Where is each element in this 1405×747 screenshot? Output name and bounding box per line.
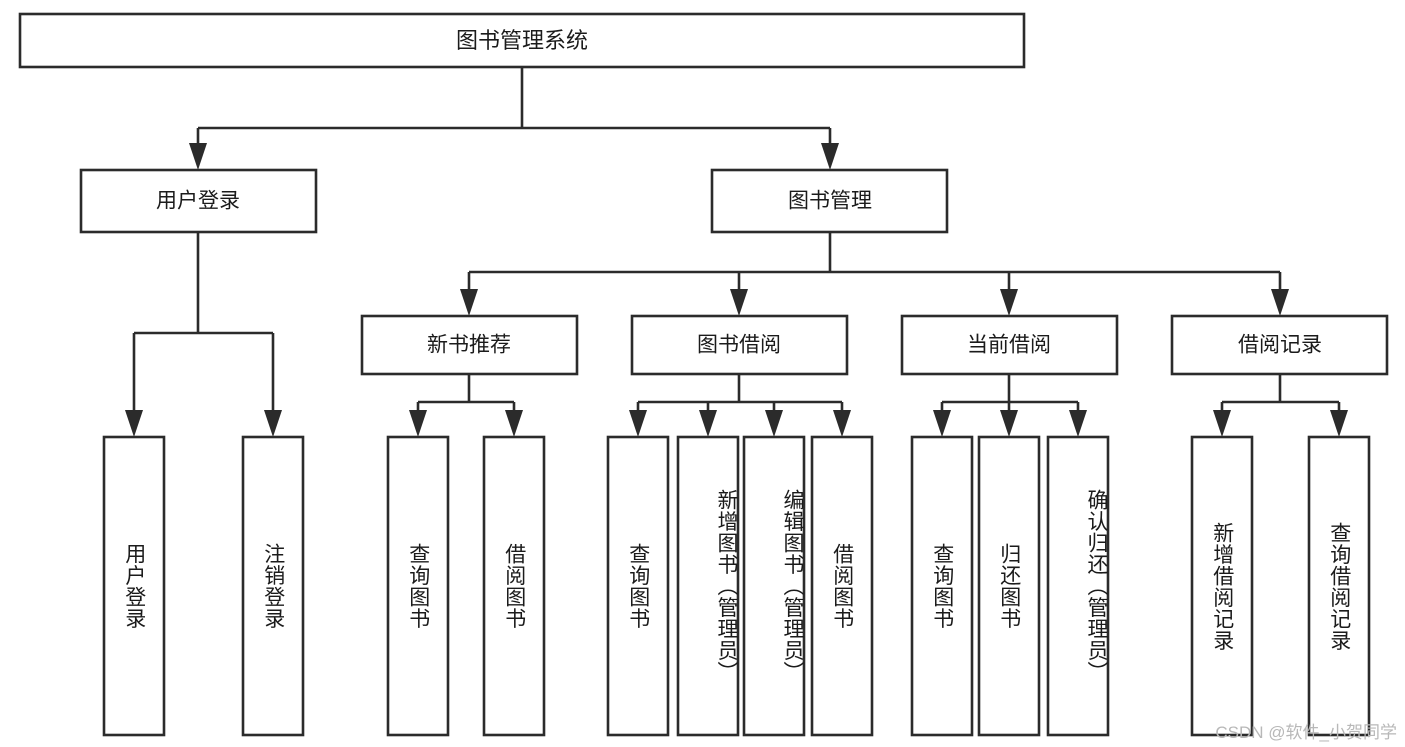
node-book-borrow[interactable] [630, 314, 849, 376]
arrow-head-leaf-confirm-return [1069, 410, 1087, 437]
node-leaf-add-record[interactable] [1190, 435, 1254, 737]
node-leaf-borrow-book-1[interactable] [482, 435, 546, 737]
arrow-head-book-mgmt [821, 143, 839, 170]
node-leaf-add-book[interactable] [676, 435, 740, 737]
node-leaf-borrow-book-2[interactable] [810, 435, 874, 737]
csdn-watermark: CSDN @软件_小贺同学 [1215, 723, 1397, 742]
node-user-login-label: 用户登录 [156, 190, 240, 213]
arrow-head-leaf-query-book-3 [933, 410, 951, 437]
arrow-head-leaf-query-book-1 [409, 410, 427, 437]
arrow-head-leaf-borrow-book-1 [505, 410, 523, 437]
arrow-head-leaf-query-book-2 [629, 410, 647, 437]
arrow-head-leaf-logout [264, 410, 282, 437]
node-layer: 图书管理系统 用户登录 图书管理 新书推荐 图书借阅 当前借阅 借阅记录 [18, 12, 1389, 737]
arrow-head-leaf-query-record [1330, 410, 1348, 437]
node-leaf-logout[interactable] [241, 435, 305, 737]
node-current-borrow-label: 当前借阅 [967, 334, 1051, 357]
node-leaf-query-book-3[interactable] [910, 435, 974, 737]
node-new-book-rec[interactable] [360, 314, 579, 376]
arrow-head-leaf-borrow-book-2 [833, 410, 851, 437]
node-leaf-user-login[interactable] [102, 435, 166, 737]
node-book-borrow-label: 图书借阅 [697, 334, 781, 357]
arrow-head-new-book-rec [460, 289, 478, 316]
arrow-head-leaf-add-record [1213, 410, 1231, 437]
node-borrow-record[interactable] [1170, 314, 1389, 376]
arrow-head-leaf-add-book [699, 410, 717, 437]
node-book-mgmt-label: 图书管理 [788, 190, 872, 213]
node-root-label: 图书管理系统 [456, 28, 588, 53]
node-leaf-query-record[interactable] [1307, 435, 1371, 737]
arrow-head-leaf-return-book [1000, 410, 1018, 437]
arrow-head-leaf-user-login [125, 410, 143, 437]
node-current-borrow[interactable] [900, 314, 1119, 376]
arrow-head-leaf-edit-book [765, 410, 783, 437]
node-new-book-rec-label: 新书推荐 [427, 334, 511, 357]
node-book-mgmt[interactable] [710, 168, 949, 234]
node-leaf-return-book[interactable] [977, 435, 1041, 737]
node-leaf-edit-book[interactable] [742, 435, 806, 737]
arrow-head-user-login [189, 143, 207, 170]
node-leaf-query-book-1[interactable] [386, 435, 450, 737]
connector-layer [125, 67, 1348, 437]
node-root[interactable] [18, 12, 1026, 69]
arrow-head-book-borrow [730, 289, 748, 316]
node-leaf-confirm-return[interactable] [1046, 435, 1110, 737]
arrow-head-borrow-record [1271, 289, 1289, 316]
arrow-head-current-borrow [1000, 289, 1018, 316]
node-user-login[interactable] [79, 168, 318, 234]
node-borrow-record-label: 借阅记录 [1238, 334, 1322, 357]
node-leaf-query-book-2[interactable] [606, 435, 670, 737]
